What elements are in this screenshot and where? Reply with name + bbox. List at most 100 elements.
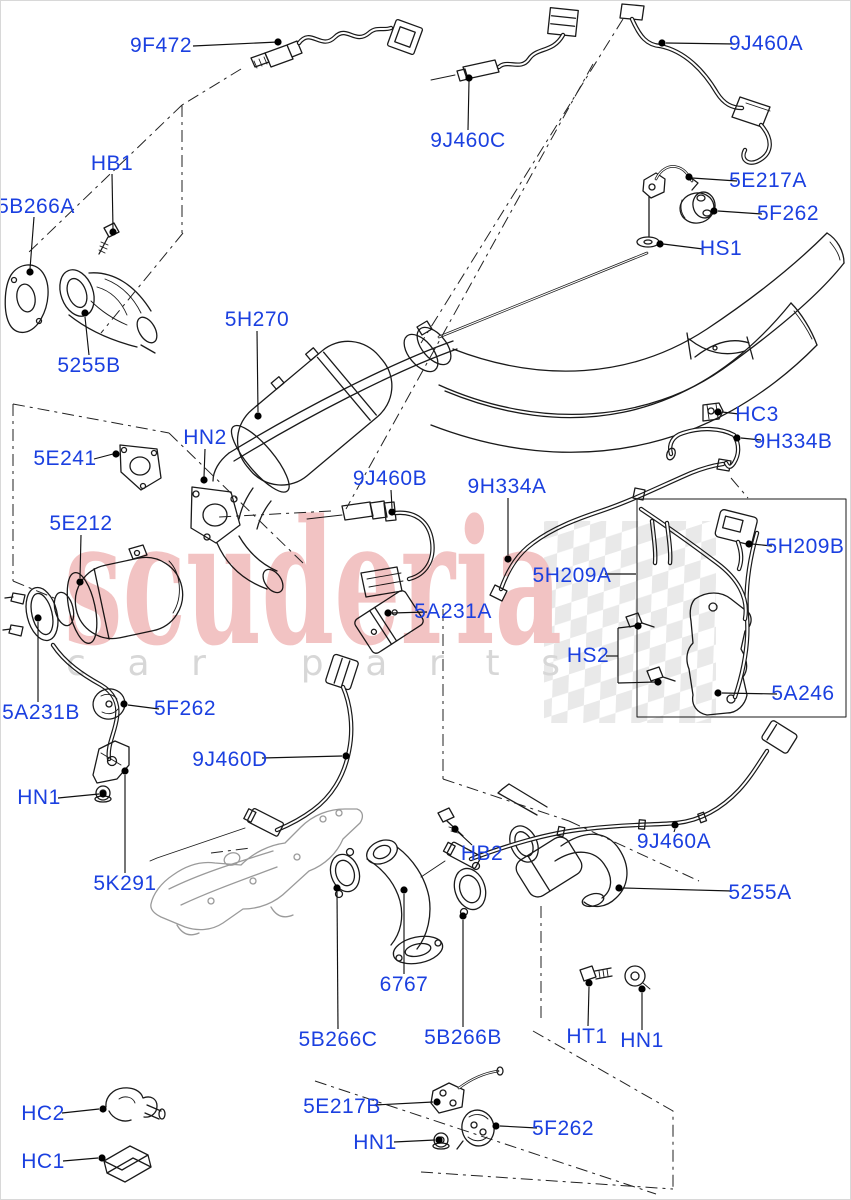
part-label-5e241[interactable]: 5E241 <box>33 447 97 470</box>
phantom-line <box>168 432 304 564</box>
leader-line <box>111 173 114 230</box>
part-label-9j460a[interactable]: 9J460A <box>636 830 712 853</box>
part-label-6767[interactable]: 6767 <box>379 973 429 996</box>
part-label-9h334b[interactable]: 9H334B <box>753 430 833 453</box>
phantom-line <box>345 63 594 510</box>
phantom-line <box>420 1171 674 1190</box>
part-label-5k291[interactable]: 5K291 <box>93 872 157 895</box>
bracket-5e217b <box>430 1066 504 1114</box>
harness-9j460a-bottom <box>420 720 798 878</box>
leader-dot <box>112 450 120 458</box>
leader-line <box>457 831 473 846</box>
part-label-5255a[interactable]: 5255A <box>728 881 792 904</box>
part-label-9j460d[interactable]: 9J460D <box>192 748 268 771</box>
leader-dot <box>459 912 467 920</box>
leader-line <box>84 316 90 356</box>
downpipe-6767 <box>366 839 444 965</box>
leader-dot <box>714 408 722 416</box>
leader-dot <box>388 508 396 516</box>
part-label-5a231b[interactable]: 5A231B <box>2 701 80 724</box>
leader-line <box>261 755 343 759</box>
part-label-hs1[interactable]: HS1 <box>699 237 743 260</box>
phantom-line <box>181 68 242 106</box>
part-label-5a231a[interactable]: 5A231A <box>414 600 492 623</box>
leader-line <box>374 1101 434 1106</box>
part-label-9j460c[interactable]: 9J460C <box>430 129 506 152</box>
leader-dot <box>99 1105 107 1113</box>
part-label-hc2[interactable]: HC2 <box>21 1102 65 1125</box>
nut-hn1-bottom-right <box>624 965 651 990</box>
part-label-hs2[interactable]: HS2 <box>566 644 610 667</box>
part-label-5e212[interactable]: 5E212 <box>49 512 113 535</box>
part-label-hc1[interactable]: HC1 <box>21 1150 65 1173</box>
part-label-hn2[interactable]: HN2 <box>183 426 227 449</box>
leader-dot <box>121 767 129 775</box>
catalyst-5255b <box>59 269 158 354</box>
part-label-9h334a[interactable]: 9H334A <box>467 475 547 498</box>
leader-dot <box>34 614 42 622</box>
canister-5a231a <box>354 590 424 654</box>
part-label-5e217a[interactable]: 5E217A <box>729 169 807 192</box>
leader-line <box>665 42 736 45</box>
part-label-hn1[interactable]: HN1 <box>353 1131 397 1154</box>
leader-line <box>61 1108 100 1114</box>
part-label-5f262[interactable]: 5F262 <box>153 697 217 720</box>
part-label-hc3[interactable]: HC3 <box>735 403 779 426</box>
leader-line <box>751 543 773 547</box>
leader-dot <box>342 752 350 760</box>
bracket-5k291 <box>92 740 130 784</box>
exhaust-manifold <box>150 808 364 936</box>
watermark-brand-text: scuderia <box>64 481 562 684</box>
part-label-9f472[interactable]: 9F472 <box>129 34 193 57</box>
part-label-5b266a[interactable]: 5B266A <box>0 195 75 218</box>
phantom-line <box>100 232 184 334</box>
leader-dot <box>451 825 459 833</box>
part-label-5e217b[interactable]: 5E217B <box>303 1095 381 1118</box>
bolt-ht1 <box>579 965 613 982</box>
part-label-hn1[interactable]: HN1 <box>17 786 61 809</box>
muffler-5h270 <box>212 340 458 530</box>
leader-line <box>93 453 114 460</box>
oxygen-sensor-9f472 <box>250 18 424 69</box>
part-label-9j460a[interactable]: 9J460A <box>728 32 804 55</box>
leader-line <box>499 1125 538 1129</box>
sensor-9j460d <box>149 653 359 862</box>
leader-dot <box>98 1154 106 1162</box>
leader-dot <box>76 578 84 586</box>
part-label-5a246[interactable]: 5A246 <box>771 682 835 705</box>
phantom-line <box>420 18 624 344</box>
part-label-5255b[interactable]: 5255B <box>57 354 121 377</box>
leader-dot <box>745 540 753 548</box>
part-label-ht1[interactable]: HT1 <box>566 1025 608 1048</box>
part-label-9j460b[interactable]: 9J460B <box>352 467 428 490</box>
rubber-mount-5f262-top <box>679 191 716 224</box>
gasket-5b266b <box>453 861 487 917</box>
part-label-5h209a[interactable]: 5H209A <box>532 564 612 587</box>
tube-9h334b <box>666 426 741 469</box>
part-label-5b266c[interactable]: 5B266C <box>298 1028 378 1051</box>
leader-dot <box>433 1098 441 1106</box>
leader-line <box>127 704 160 710</box>
part-label-hn1[interactable]: HN1 <box>620 1029 664 1052</box>
leader-line <box>390 489 393 509</box>
part-label-5f262[interactable]: 5F262 <box>531 1117 595 1140</box>
leader-dot <box>671 821 679 829</box>
clamp-5a231b <box>2 586 59 642</box>
part-label-5h270[interactable]: 5H270 <box>224 308 290 331</box>
part-label-5b266b[interactable]: 5B266B <box>424 1026 502 1049</box>
leader-line <box>587 986 590 1027</box>
phantom-line <box>314 1080 657 1195</box>
leader-dot <box>465 74 473 82</box>
part-label-hb2[interactable]: HB2 <box>460 842 504 865</box>
leader-dot <box>504 555 512 563</box>
catalyst-5e212 <box>53 544 184 644</box>
leader-line <box>717 210 763 215</box>
leader-dot <box>400 886 408 894</box>
phantom-line <box>730 477 749 499</box>
leader-dot <box>81 309 89 317</box>
part-label-5f262[interactable]: 5F262 <box>756 202 820 225</box>
part-label-hb1[interactable]: HB1 <box>90 152 134 175</box>
part-label-5h209b[interactable]: 5H209B <box>765 535 845 558</box>
